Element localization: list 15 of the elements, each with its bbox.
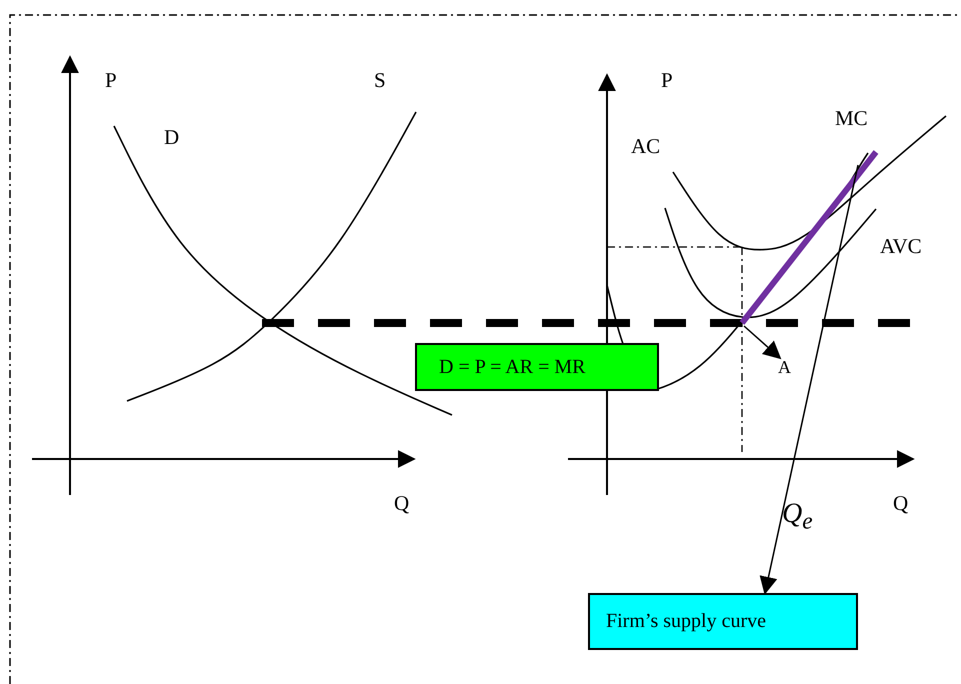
curve-label: AVC	[880, 236, 922, 257]
supply-label-box: Firm’s supply curve	[588, 593, 858, 650]
arrow	[744, 325, 782, 360]
axis-label: P	[105, 70, 117, 91]
price-label-box: D = P = AR = MR	[415, 343, 659, 391]
curve-label: MC	[835, 108, 868, 129]
curve-label: S	[374, 70, 386, 91]
curve-label: D	[164, 127, 180, 148]
arrow	[760, 164, 859, 595]
axis-label: Q	[394, 493, 410, 514]
axis-label: Q$_{e}$	[782, 500, 813, 534]
point-label: A	[778, 358, 794, 376]
axis-label: Q	[893, 493, 908, 514]
axis-label: P	[661, 70, 673, 91]
curve-label: AC	[631, 136, 660, 157]
